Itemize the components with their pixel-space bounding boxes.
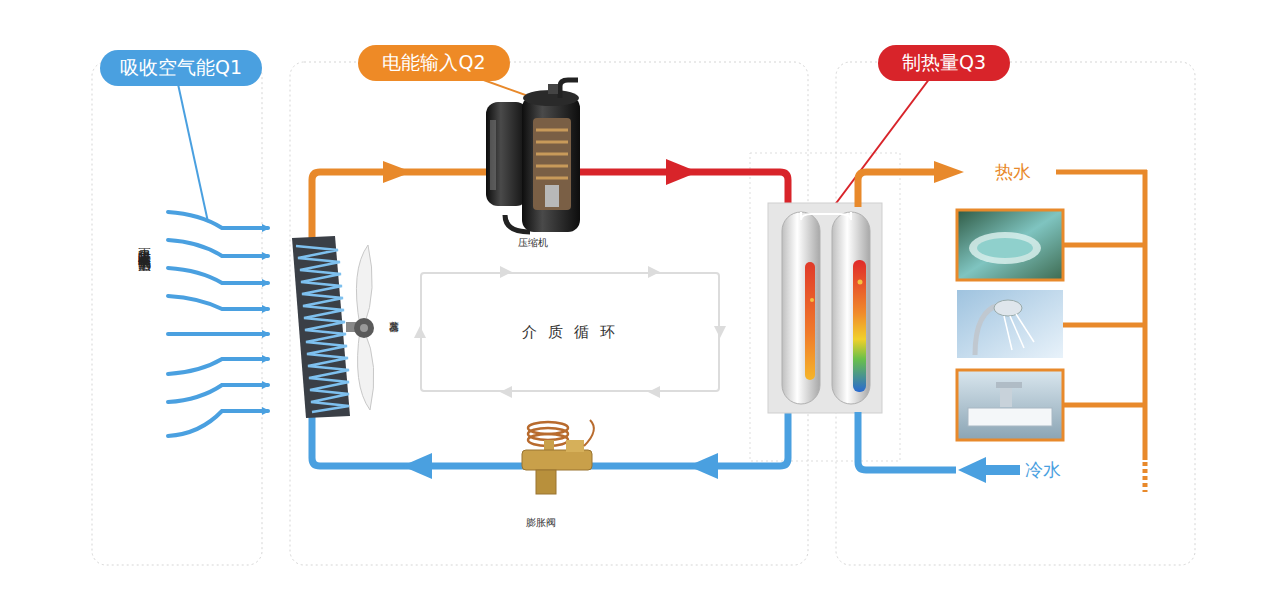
- side-note: 更大限度吸收空气中的热量: [138, 238, 151, 250]
- callout-pill: 吸收空气能Q1: [100, 50, 262, 86]
- node-text: 吸收空气能Q1: [120, 55, 242, 81]
- node-text: 电能输入Q2: [382, 50, 485, 76]
- part-name: 膨胀阀: [526, 516, 556, 530]
- node-text: 制热量Q3: [902, 50, 986, 76]
- water-label: 热水: [995, 160, 1031, 184]
- water-label: 冷水: [1025, 458, 1061, 482]
- part-name: 压缩机: [518, 236, 548, 250]
- callout-pill: 制热量Q3: [878, 45, 1010, 81]
- cycle-box: 介 质 循 环: [420, 272, 720, 392]
- part-name: 蒸发器: [388, 313, 398, 316]
- node-text: 介 质 循 环: [522, 323, 617, 342]
- callout-pill: 电能输入Q2: [358, 45, 510, 81]
